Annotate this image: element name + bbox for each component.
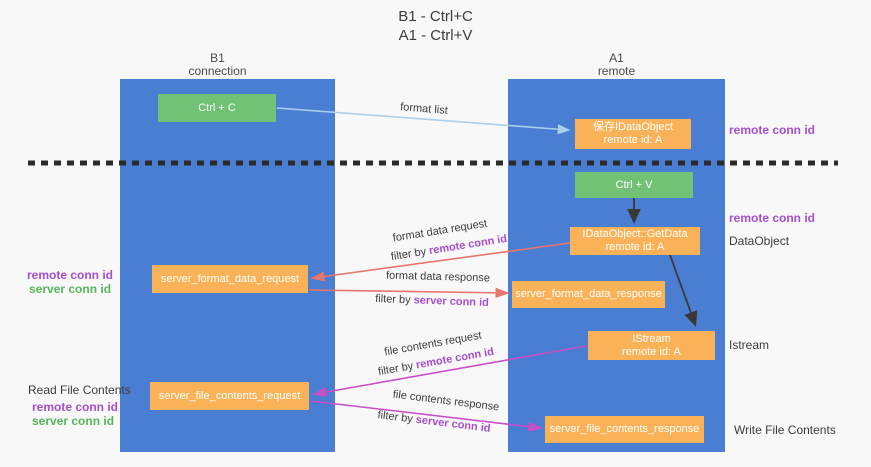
arrow-format-data-response	[308, 287, 510, 298]
lane-a1-name: A1	[609, 51, 624, 65]
edge-label-filter-server-conn-1: filter by server conn id	[375, 293, 489, 309]
node-idataobject-getdata: IDataObject::GetData remote id: A	[570, 227, 700, 255]
filter-prefix: filter by	[390, 245, 431, 264]
node-server-format-data-response: server_format_data_response	[512, 281, 665, 308]
edge-label-filter-server-conn-2: filter by server conn id	[377, 409, 491, 435]
filter-prefix: filter by	[376, 409, 417, 426]
node-istream-line2: remote id: A	[622, 345, 681, 358]
node-istream-line1: IStream	[632, 332, 671, 345]
node-ctrl-v-label: Ctrl + V	[615, 178, 653, 191]
lane-a1-role: remote	[597, 64, 636, 78]
edge-label-format-list: format list	[399, 101, 449, 117]
node-save-idataobject-line2: remote id: A	[603, 134, 663, 146]
node-server-file-contents-response: server_file_contents_response	[545, 416, 704, 443]
node-istream: IStream remote id: A	[588, 331, 715, 360]
filter-prefix: filter by	[377, 359, 418, 379]
label-remote-conn-id-mid-right: remote conn id	[729, 211, 816, 225]
node-server-file-contents-request-label: server_file_contents_request	[158, 389, 301, 402]
node-server-format-data-request-label: server_format_data_request	[160, 272, 300, 285]
lane-header-b1: B1 connection	[110, 52, 325, 78]
node-server-file-contents-request: server_file_contents_request	[150, 382, 309, 410]
node-server-format-data-request: server_format_data_request	[152, 265, 308, 293]
label-remote-conn-id-left-2: remote conn id	[32, 400, 119, 414]
filter-prefix: filter by	[374, 293, 414, 307]
node-server-file-contents-response-label: server_file_contents_response	[549, 423, 700, 435]
label-write-file-contents: Write File Contents	[734, 423, 836, 437]
node-save-idataobject-line1: 保存IDataObject	[592, 121, 674, 133]
label-remote-conn-id-top-right: remote conn id	[729, 123, 816, 137]
label-dataobject: DataObject	[729, 234, 790, 248]
node-idataobject-getdata-line2: remote id: A	[605, 241, 665, 253]
lane-header-a1: A1 remote	[508, 52, 725, 78]
edge-label-format-data-response: format data response	[385, 269, 491, 285]
label-remote-conn-id-left-1: remote conn id	[27, 268, 114, 282]
filter-key-server-conn-id: server conn id	[415, 413, 492, 435]
node-server-format-data-response-label: server_format_data_response	[515, 288, 662, 300]
filter-key-server-conn-id: server conn id	[413, 294, 490, 309]
node-ctrl-v: Ctrl + V	[575, 172, 693, 198]
lane-b1-name: B1	[210, 51, 225, 65]
label-istream: Istream	[729, 338, 770, 352]
diagram-title: B1 - Ctrl+C A1 - Ctrl+V	[0, 7, 871, 45]
node-ctrl-c: Ctrl + C	[158, 94, 276, 122]
node-idataobject-getdata-line1: IDataObject::GetData	[582, 228, 688, 240]
label-server-conn-id-left-1: server conn id	[29, 282, 112, 296]
label-read-file-contents: Read File Contents	[28, 383, 131, 397]
diagram-title-line2: A1 - Ctrl+V	[398, 27, 473, 44]
node-ctrl-c-label: Ctrl + C	[198, 101, 236, 114]
edge-label-file-contents-response: file contents response	[392, 388, 500, 414]
node-save-idataobject: 保存IDataObject remote id: A	[575, 119, 691, 149]
lane-b1-role: connection	[188, 64, 247, 78]
diagram-title-line1: B1 - Ctrl+C	[398, 8, 473, 25]
label-server-conn-id-left-2: server conn id	[32, 414, 115, 428]
